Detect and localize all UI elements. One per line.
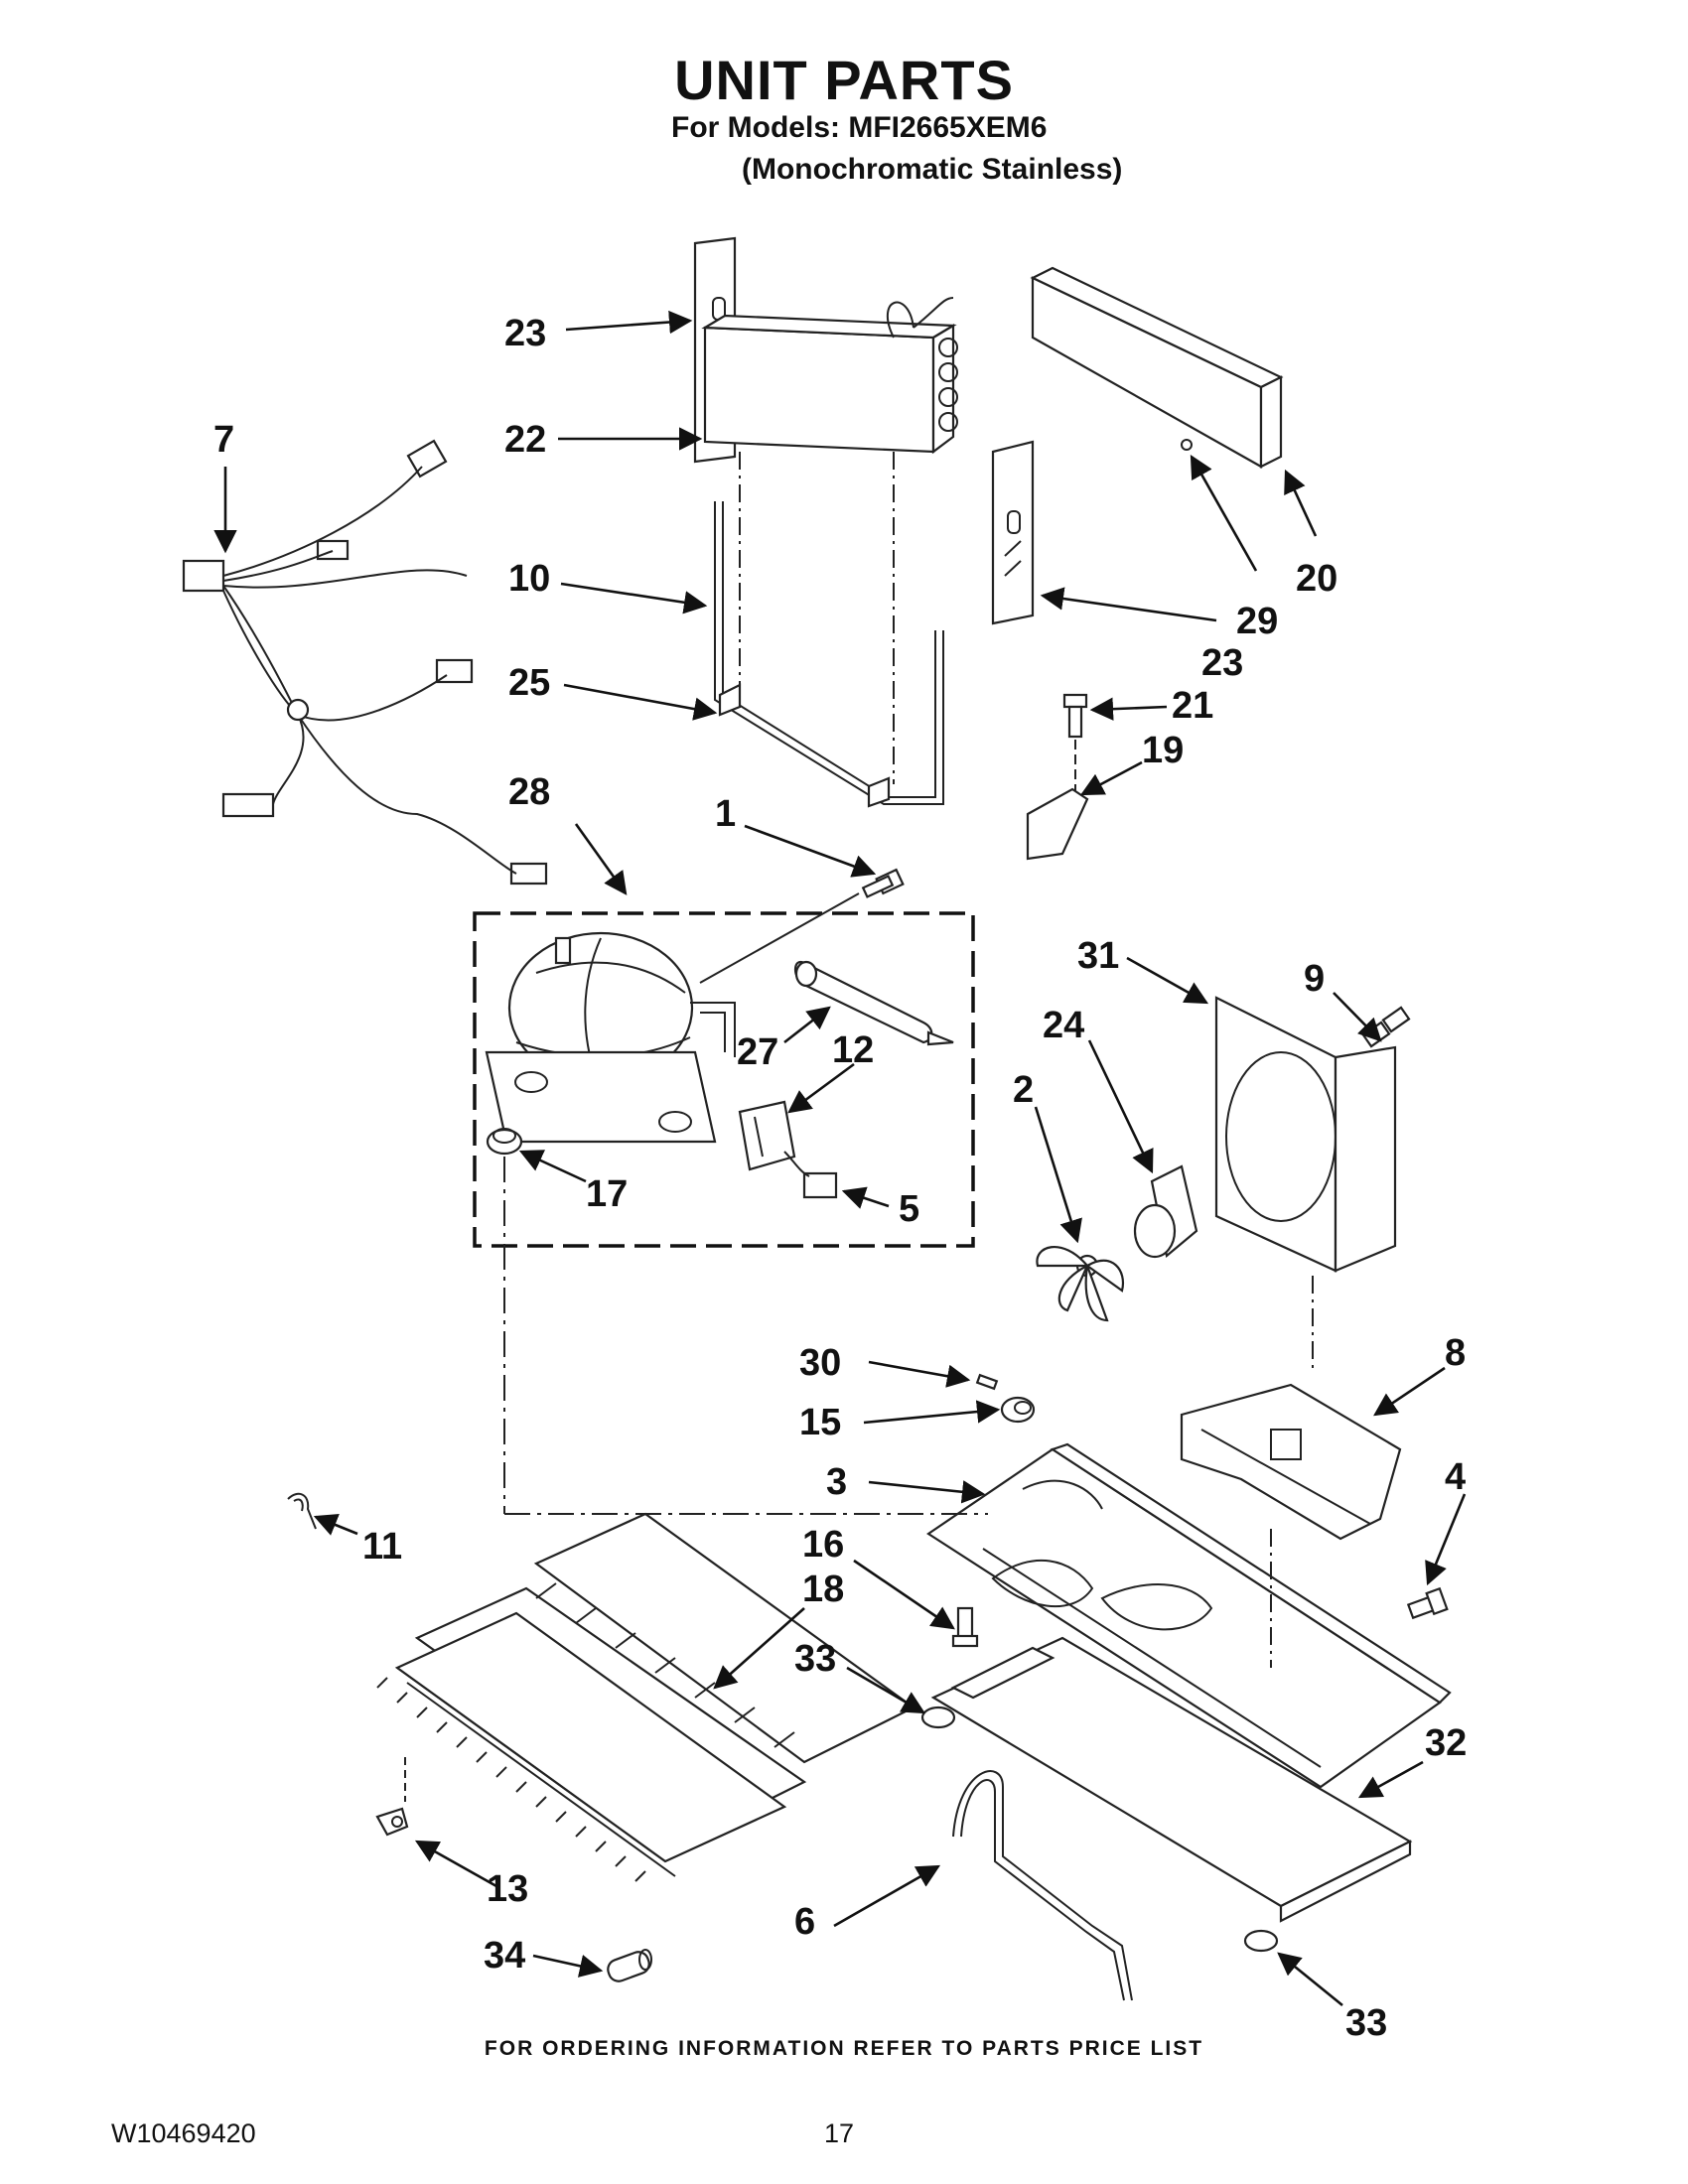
callout-8: 8 xyxy=(1445,1332,1466,1374)
callout-21: 21 xyxy=(1172,685,1213,727)
callout-22: 22 xyxy=(504,419,546,461)
finish-line: (Monochromatic Stainless) xyxy=(742,153,1123,186)
callout-20: 20 xyxy=(1296,558,1337,600)
callout-31: 31 xyxy=(1077,935,1119,977)
relay-12 xyxy=(738,1100,796,1171)
grommet-17 xyxy=(486,1128,523,1156)
callout-25: 25 xyxy=(508,662,550,704)
fan-shroud-31 xyxy=(1214,996,1397,1273)
foot-33b xyxy=(1243,1929,1279,1953)
callout-18: 18 xyxy=(802,1569,844,1610)
callout-12: 12 xyxy=(832,1029,874,1071)
wire-harness-7 xyxy=(182,439,548,886)
loop-tube-6 xyxy=(952,1770,1133,2001)
callout-15: 15 xyxy=(799,1402,841,1443)
callout-19: 19 xyxy=(1142,730,1184,771)
screw-1 xyxy=(861,868,905,898)
compressor xyxy=(485,931,736,1144)
screw-4 xyxy=(1406,1586,1449,1620)
clip-11 xyxy=(287,1492,317,1530)
callout-11: 11 xyxy=(362,1526,402,1568)
callout-29: 29 xyxy=(1236,601,1278,642)
callout-32: 32 xyxy=(1425,1722,1467,1764)
callout-4: 4 xyxy=(1445,1456,1466,1498)
compressor-assembly-box-28 xyxy=(473,911,975,1248)
callout-13: 13 xyxy=(487,1868,528,1910)
callout-1: 1 xyxy=(715,793,736,835)
overload-5 xyxy=(783,1151,838,1199)
plug-34 xyxy=(607,1949,652,1982)
clip-13 xyxy=(375,1807,409,1837)
machine-compartment-base-3 xyxy=(926,1442,1452,1789)
drain-pan-32 xyxy=(930,1636,1413,1923)
callout-30: 30 xyxy=(799,1342,841,1384)
grommet-15 xyxy=(1000,1396,1036,1424)
callout-2: 2 xyxy=(1013,1069,1034,1111)
foot-33a xyxy=(920,1706,956,1729)
evaporator-22 xyxy=(693,236,958,464)
callout-34: 34 xyxy=(484,1935,525,1977)
callout-7: 7 xyxy=(213,419,234,461)
bracket-19 xyxy=(1026,787,1089,861)
page-number: 17 xyxy=(824,2118,855,2148)
callout-3: 3 xyxy=(826,1461,847,1503)
callout-28: 28 xyxy=(508,771,550,813)
callout-16: 16 xyxy=(802,1524,844,1566)
evaporator-cover-20 xyxy=(1030,266,1284,469)
callout-10: 10 xyxy=(508,558,550,600)
callout-24: 24 xyxy=(1043,1005,1084,1046)
drier-27 xyxy=(793,960,954,1046)
evaporator-bracket-23 xyxy=(991,440,1035,625)
callout-5: 5 xyxy=(899,1188,919,1230)
callout-labels: 23 22 7 10 25 28 1 20 29 23 21 19 31 9 2… xyxy=(213,313,1467,2044)
ordering-note: FOR ORDERING INFORMATION REFER TO PARTS … xyxy=(484,2037,1204,2060)
fan-motor-24 xyxy=(1133,1164,1198,1259)
page-title: UNIT PARTS xyxy=(674,49,1014,111)
screw-16 xyxy=(951,1606,979,1648)
callout-33b: 33 xyxy=(1345,2002,1387,2044)
models-line: For Models: MFI2665XEM6 xyxy=(671,111,1048,144)
callout-27: 27 xyxy=(737,1031,778,1073)
screw-9 xyxy=(1361,1006,1411,1048)
callout-33a: 33 xyxy=(794,1638,836,1680)
fan-bracket-8 xyxy=(1180,1383,1402,1541)
callout-23a: 23 xyxy=(504,313,546,354)
fan-blade-2 xyxy=(1036,1246,1125,1322)
callout-arrows xyxy=(213,310,1467,2007)
screw-21 xyxy=(1062,693,1088,739)
callout-17: 17 xyxy=(586,1173,628,1215)
document-number: W10469420 xyxy=(111,2118,256,2148)
defrost-heater-25 xyxy=(714,501,944,808)
callout-6: 6 xyxy=(794,1901,815,1943)
callout-9: 9 xyxy=(1304,958,1325,1000)
callout-23b: 23 xyxy=(1201,642,1243,684)
pin-30 xyxy=(975,1373,999,1391)
condenser-18 xyxy=(376,1512,916,1882)
